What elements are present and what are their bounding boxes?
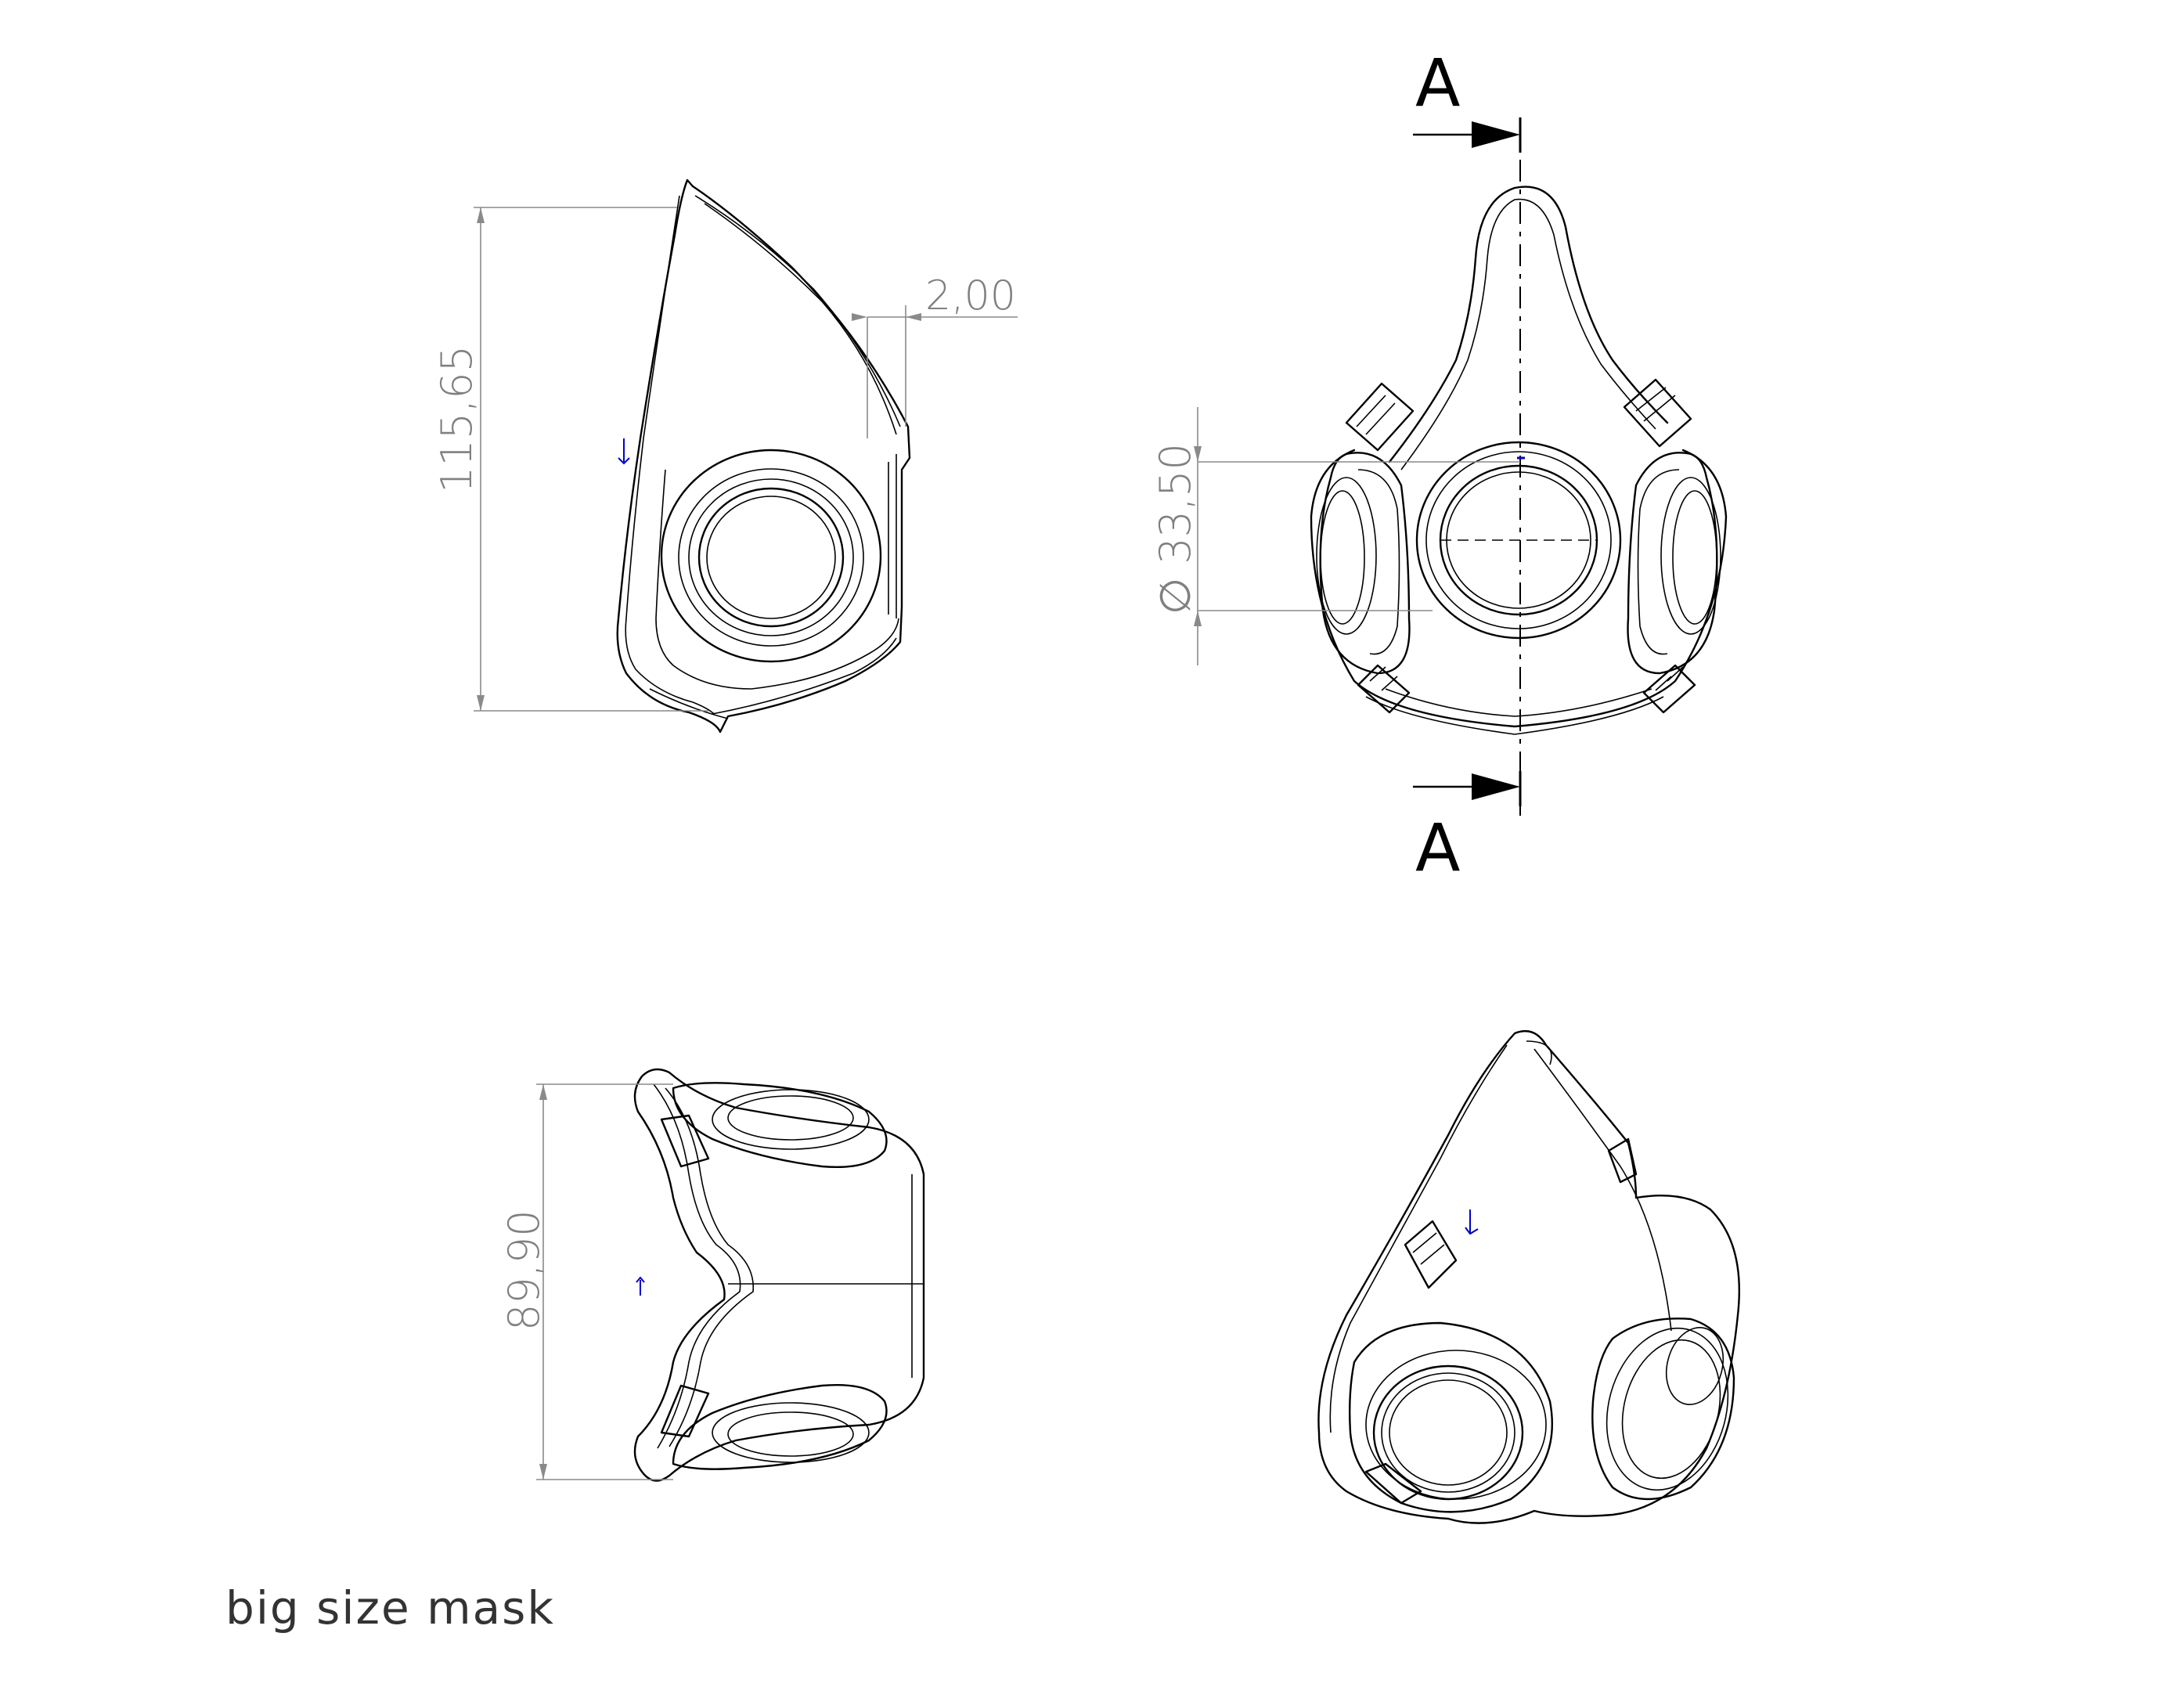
bottom-buckle-icon: [1364, 1462, 1422, 1505]
upper-buckle-icon: [660, 1114, 710, 1168]
side-view: 115,65 2,00: [432, 178, 1018, 734]
front-view: A A ∅ 33,50: [1151, 45, 1728, 886]
left-lower-buckle-icon: [1357, 664, 1411, 714]
top-view: 89,90: [499, 1068, 925, 1482]
top-buckle-icon: [1607, 1137, 1638, 1184]
dimension-wall-thickness: 2,00: [925, 272, 1016, 319]
section-arrow-bottom-icon: [1413, 771, 1522, 806]
right-lower-buckle-icon: [1642, 664, 1696, 714]
isometric-view: [1317, 1029, 1740, 1524]
axis-marker-icon: [1465, 1209, 1479, 1235]
right-upper-buckle-icon: [1623, 378, 1692, 448]
section-label-top: A: [1415, 45, 1460, 121]
dimension-side-height: 115,65: [432, 345, 481, 493]
lower-buckle-icon: [660, 1384, 710, 1438]
drawing-caption: big size mask: [225, 1581, 555, 1635]
section-label-bottom: A: [1415, 809, 1460, 886]
axis-marker-icon: [618, 438, 630, 465]
dimension-port-diameter: ∅ 33,50: [1151, 443, 1200, 615]
left-upper-buckle-icon: [1345, 382, 1415, 452]
dimension-top-width: 89,90: [499, 1209, 549, 1331]
side-buckle-icon: [1404, 1220, 1458, 1289]
section-arrow-top-icon: [1413, 117, 1522, 153]
axis-marker-icon: [636, 1276, 645, 1296]
